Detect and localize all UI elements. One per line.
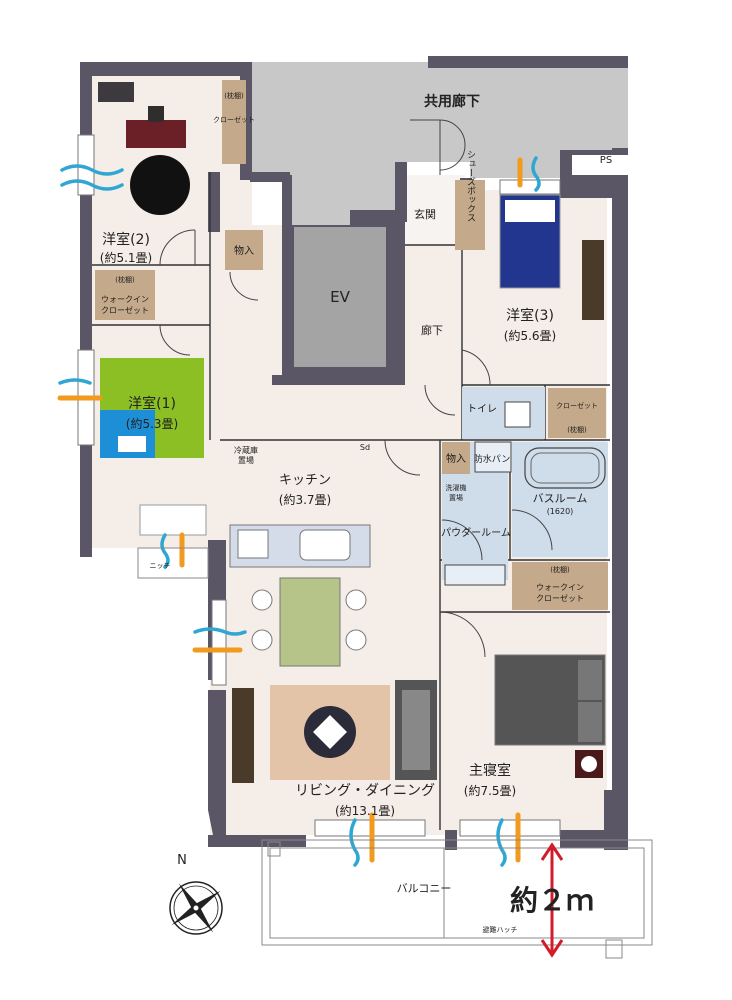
label-wic-left-2: クローゼット xyxy=(101,305,149,315)
label-shushin-size: (約7.5畳) xyxy=(464,783,516,798)
compass xyxy=(169,881,223,935)
label-balcony: バルコニー xyxy=(397,882,452,895)
label-yoshitsu1: 洋室(1) xyxy=(128,395,176,412)
label-rouka: 廊下 xyxy=(421,323,443,337)
dimension-label: 約２ｍ xyxy=(510,884,594,917)
label-ps: PS xyxy=(600,155,612,166)
label-monoire-right: 物入 xyxy=(446,452,466,465)
label-toilet: トイレ xyxy=(467,404,497,415)
label-living-size: (約13.1畳) xyxy=(335,803,395,818)
label-genkan: 玄関 xyxy=(414,207,436,221)
wet-areas xyxy=(442,387,608,586)
label-closet3-note: (枕棚) xyxy=(567,425,587,434)
label-yoshitsu3: 洋室(3) xyxy=(506,307,554,324)
label-wic-right-2: クローゼット xyxy=(536,593,584,603)
label-yoshitsu2: 洋室(2) xyxy=(102,231,150,248)
furniture xyxy=(98,82,606,783)
label-kitchen: キッチン xyxy=(279,473,331,488)
label-yoshitsu2-size: (約5.1畳) xyxy=(100,250,152,265)
label-ev: EV xyxy=(330,288,350,306)
labels: 共用廊下 PS 玄関 シューズボックス EV 廊下 洋室(2) (約5.1畳) … xyxy=(100,91,612,934)
closets xyxy=(95,80,608,610)
balcony xyxy=(137,547,653,959)
label-bathroom-size: (1620) xyxy=(547,507,574,516)
label-reizoko-note: 置場 xyxy=(238,455,254,465)
label-yoshitsu1-size: (約5.3畳) xyxy=(126,416,178,431)
label-shoes-box: シューズボックス xyxy=(465,150,476,222)
label-shushin: 主寝室 xyxy=(469,762,511,779)
label-sd: Sd xyxy=(360,443,370,452)
label-monoire-left: 物入 xyxy=(234,244,254,257)
label-wic-right-note: (枕棚) xyxy=(550,565,570,574)
label-common-corridor: 共用廊下 xyxy=(424,93,480,110)
label-wic-left-note: (枕棚) xyxy=(115,275,135,284)
label-closet-top-note: (枕棚) xyxy=(224,91,244,100)
label-bathroom: バスルーム xyxy=(533,492,588,505)
label-bousui-pan: 防水パン xyxy=(474,453,510,465)
label-kitchen-size: (約3.7畳) xyxy=(279,492,331,507)
wind-arrows xyxy=(57,156,541,867)
label-closet3: クローゼット xyxy=(556,401,598,410)
label-living: リビング・ダイニング xyxy=(295,783,435,799)
common-corridor xyxy=(240,56,628,225)
label-powder: パウダールーム xyxy=(441,526,511,539)
label-sentakuki-note: 置場 xyxy=(449,493,463,502)
label-hinan: 避難ハッチ xyxy=(483,925,518,934)
label-closet-top: クローゼット xyxy=(213,115,255,124)
label-wic-left-1: ウォークイン xyxy=(101,295,149,304)
dimension-marker xyxy=(540,842,564,958)
label-wic-right-1: ウォークイン xyxy=(536,583,584,592)
doors xyxy=(159,119,553,658)
label-yoshitsu3-size: (約5.6畳) xyxy=(504,328,556,343)
label-sentakuki: 洗濯機 xyxy=(446,483,467,492)
label-reizoko: 冷蔵庫 xyxy=(234,445,258,455)
compass-north: N xyxy=(177,853,187,868)
label-niche: ニッチ xyxy=(150,562,171,570)
